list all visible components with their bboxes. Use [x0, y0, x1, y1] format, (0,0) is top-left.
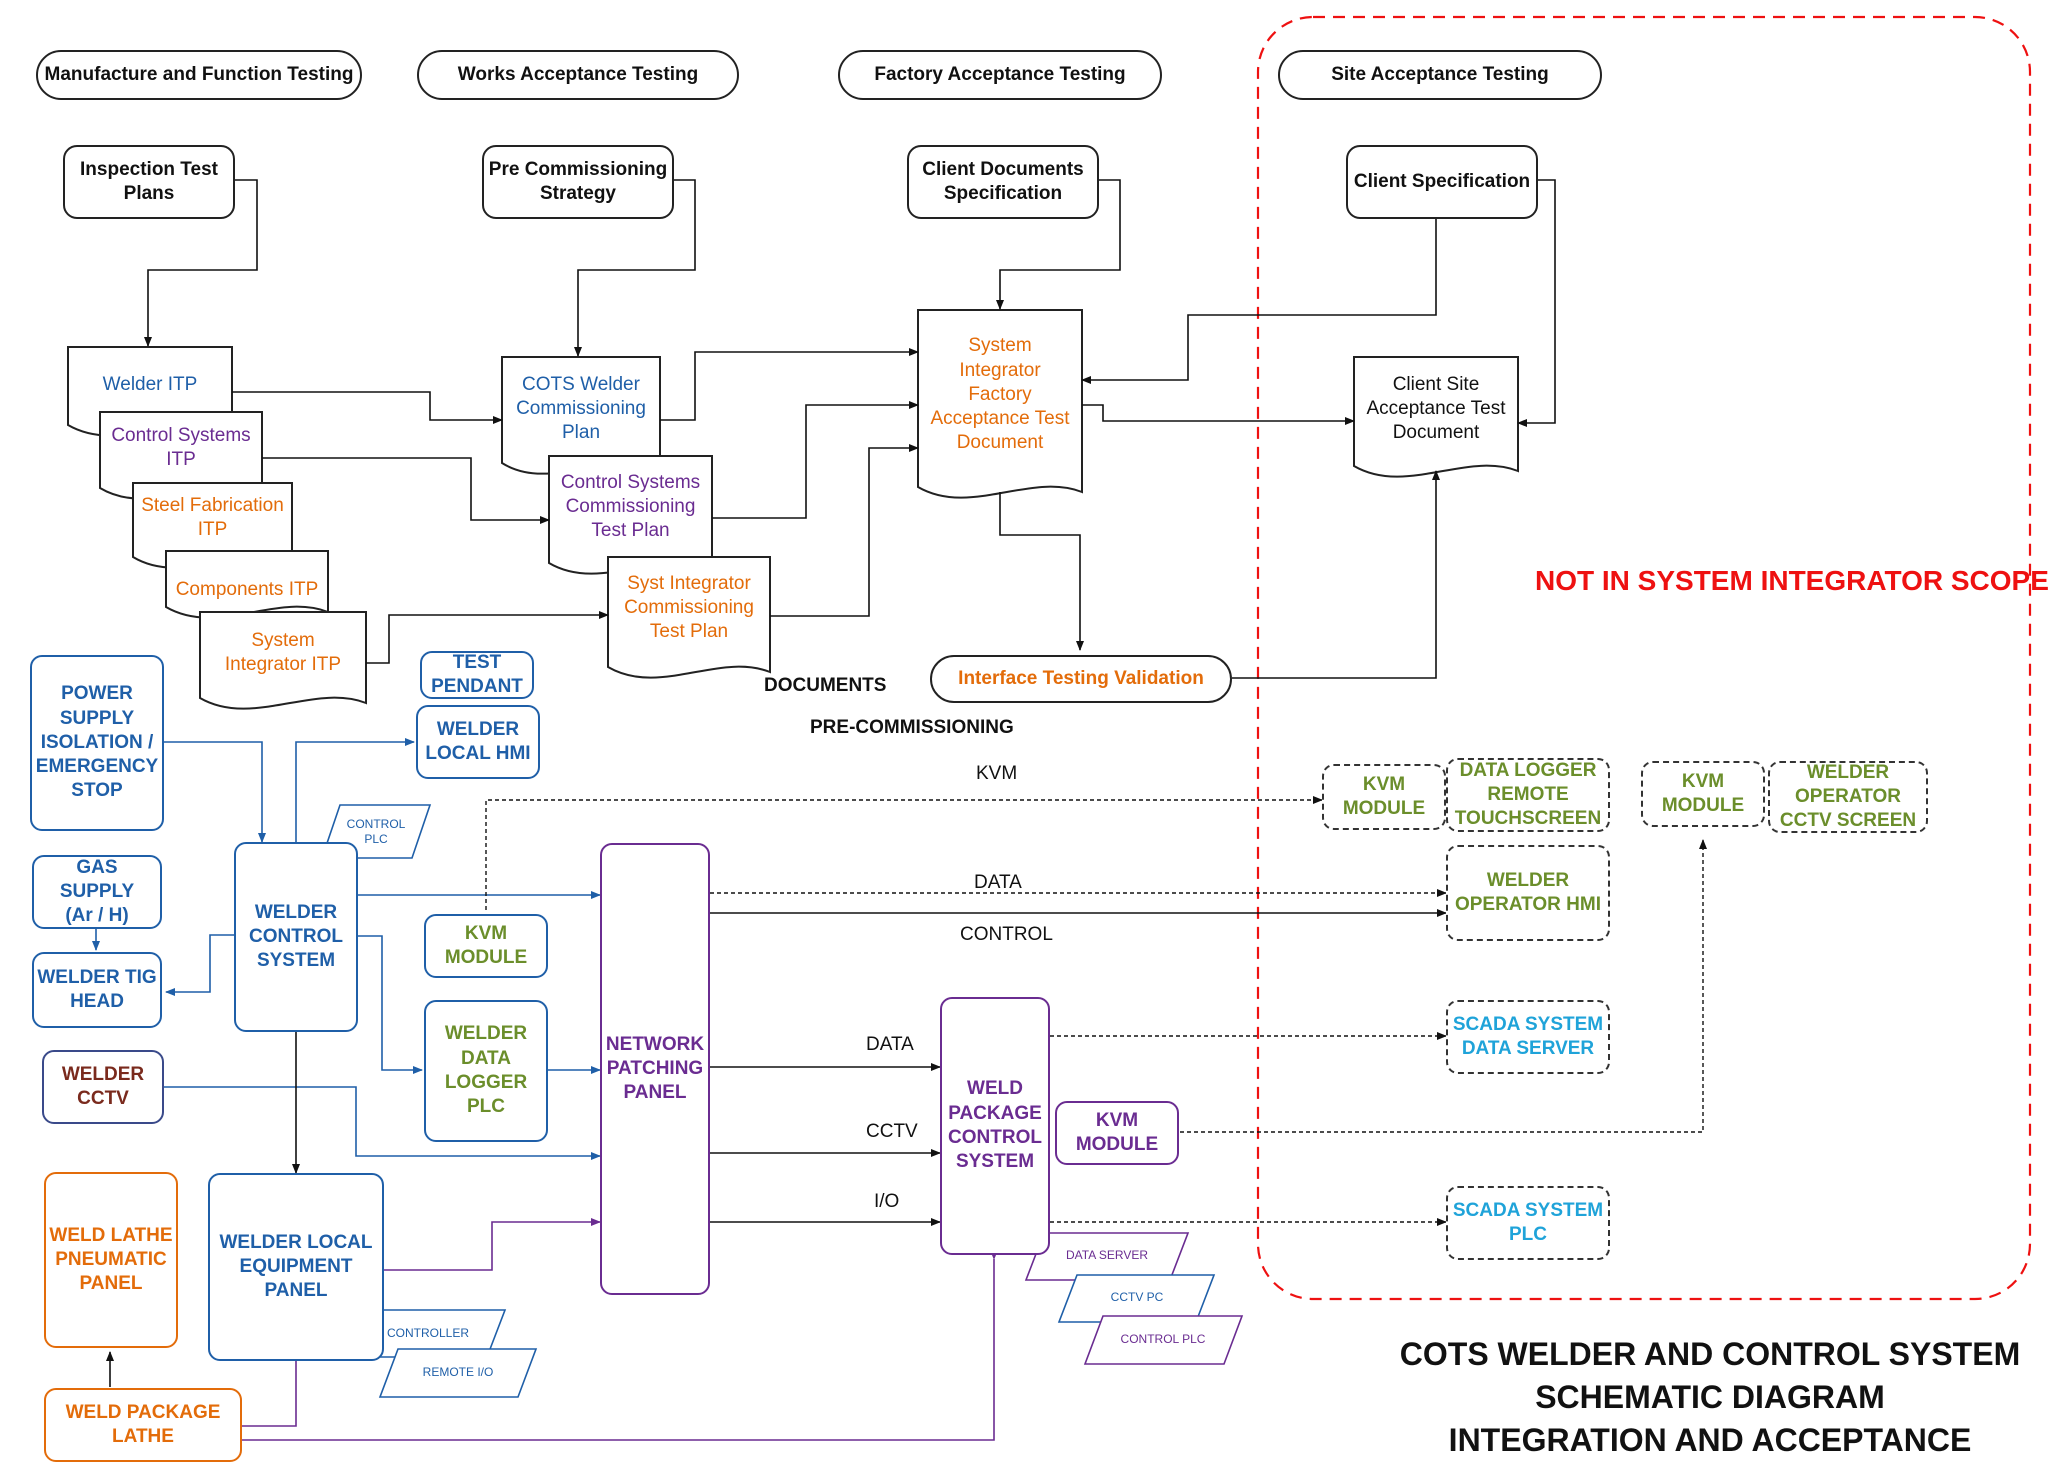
welder-operator-hmi: WELDER OPERATOR HMI — [1446, 845, 1610, 941]
system-integrator-itp: System Integrator ITP — [224, 629, 342, 675]
phase-site: Site Acceptance Testing — [1278, 50, 1602, 100]
control-plc: CONTROL PLC — [346, 816, 406, 846]
kvm-module-left: KVM MODULE — [424, 914, 548, 978]
kvm-module-client-1: KVM MODULE — [1322, 764, 1446, 830]
kvm-module-mid: KVM MODULE — [1055, 1101, 1179, 1165]
dotted-connectors — [485, 796, 1707, 1226]
test-pendant: TEST PENDANT — [420, 651, 534, 699]
welder-itp: Welder ITP — [102, 373, 198, 395]
syst-integrator-commissioning-plan: Syst Integrator Commissioning Test Plan — [624, 572, 754, 643]
kvm-line-label: KVM — [976, 763, 1018, 784]
control-plc-2: CONTROL PLC — [1120, 1332, 1206, 1347]
remote-io: REMOTE I/O — [422, 1365, 494, 1380]
doc-shape-client-site-doc — [1353, 356, 1519, 478]
data-logger-remote-touchscreen: DATA LOGGER REMOTE TOUCHSCREEN — [1446, 758, 1610, 832]
control-line-label: CONTROL — [960, 924, 1053, 945]
factory-acceptance-test-document: System Integrator Factory Acceptance Tes… — [930, 335, 1070, 454]
pre-commissioning-label: PRE-COMMISSIONING — [810, 717, 1014, 738]
welder-local-hmi: WELDER LOCAL HMI — [416, 705, 540, 779]
cots-welder-commissioning-plan: COTS Welder Commissioning Plan — [516, 373, 646, 444]
data-line-label-mid: DATA — [866, 1034, 914, 1055]
cctv-line-label: CCTV — [866, 1121, 918, 1142]
pre-commissioning-strategy: Pre Commissioning Strategy — [482, 145, 674, 219]
data-server: DATA SERVER — [1065, 1248, 1149, 1263]
document-shapes — [67, 309, 1519, 710]
purple-connectors — [233, 1218, 998, 1444]
control-systems-commissioning-plan: Control Systems Commissioning Test Plan — [560, 471, 701, 542]
phase-manufacture: Manufacture and Function Testing — [36, 50, 362, 100]
para-control-plc-2 — [1083, 1315, 1244, 1365]
interface-testing-validation: Interface Testing Validation — [930, 655, 1232, 703]
diagram-title: COTS WELDER AND CONTROL SYSTEM SCHEMATIC… — [1399, 1336, 2021, 1459]
weld-lathe-pneumatic-panel: WELD LATHE PNEUMATIC PANEL — [44, 1172, 178, 1348]
weld-package-lathe: WELD PACKAGE LATHE — [44, 1388, 242, 1462]
components-itp: Components ITP — [175, 578, 319, 600]
welder-control-system: WELDER CONTROL SYSTEM — [234, 842, 358, 1032]
gas-supply: GAS SUPPLY (Ar / H) — [32, 855, 162, 929]
client-site-acceptance-test-document: Client Site Acceptance Test Document — [1366, 373, 1506, 444]
welder-operator-cctv-screen: WELDER OPERATOR CCTV SCREEN — [1768, 761, 1928, 833]
doc-shape-integrator-itp — [199, 611, 367, 710]
documents-label: DOCUMENTS — [764, 675, 887, 696]
data-line-label-top: DATA — [974, 872, 1022, 893]
document-flow-connectors — [144, 179, 1556, 679]
welder-tig-head: WELDER TIG HEAD — [32, 952, 162, 1028]
io-line-label: I/O — [874, 1191, 900, 1212]
client-specification: Client Specification — [1346, 145, 1538, 219]
phase-works: Works Acceptance Testing — [417, 50, 739, 100]
welder-data-logger-plc: WELDER DATA LOGGER PLC — [424, 1000, 548, 1142]
not-in-scope-label: NOT IN SYSTEM INTEGRATOR SCOPE — [1535, 565, 2049, 596]
kvm-module-client-2: KVM MODULE — [1641, 761, 1765, 827]
power-supply-isolation: POWER SUPPLY ISOLATION / EMERGENCY STOP — [30, 655, 164, 831]
steel-fabrication-itp: Steel Fabrication ITP — [141, 494, 284, 540]
welder-cctv: WELDER CCTV — [42, 1050, 164, 1124]
inspection-test-plans: Inspection Test Plans — [63, 145, 235, 219]
scada-system-data-server: SCADA SYSTEM DATA SERVER — [1446, 1000, 1610, 1074]
blue-connectors — [92, 738, 601, 1174]
client-documents-specification: Client Documents Specification — [907, 145, 1099, 219]
network-patching-panel: NETWORK PATCHING PANEL — [600, 843, 710, 1295]
controller: CONTROLLER — [386, 1326, 469, 1341]
doc-shape-integrator-plan — [607, 556, 771, 679]
cctv-pc: CCTV PC — [1110, 1290, 1164, 1305]
phase-factory: Factory Acceptance Testing — [838, 50, 1162, 100]
doc-shape-factory-doc — [917, 309, 1083, 499]
weld-package-control-system: WELD PACKAGE CONTROL SYSTEM — [940, 997, 1050, 1255]
welder-local-equipment-panel: WELDER LOCAL EQUIPMENT PANEL — [208, 1173, 384, 1361]
control-systems-itp: Control Systems ITP — [111, 424, 251, 470]
scada-system-plc: SCADA SYSTEM PLC — [1446, 1186, 1610, 1260]
not-in-scope-region — [1256, 15, 2032, 1301]
